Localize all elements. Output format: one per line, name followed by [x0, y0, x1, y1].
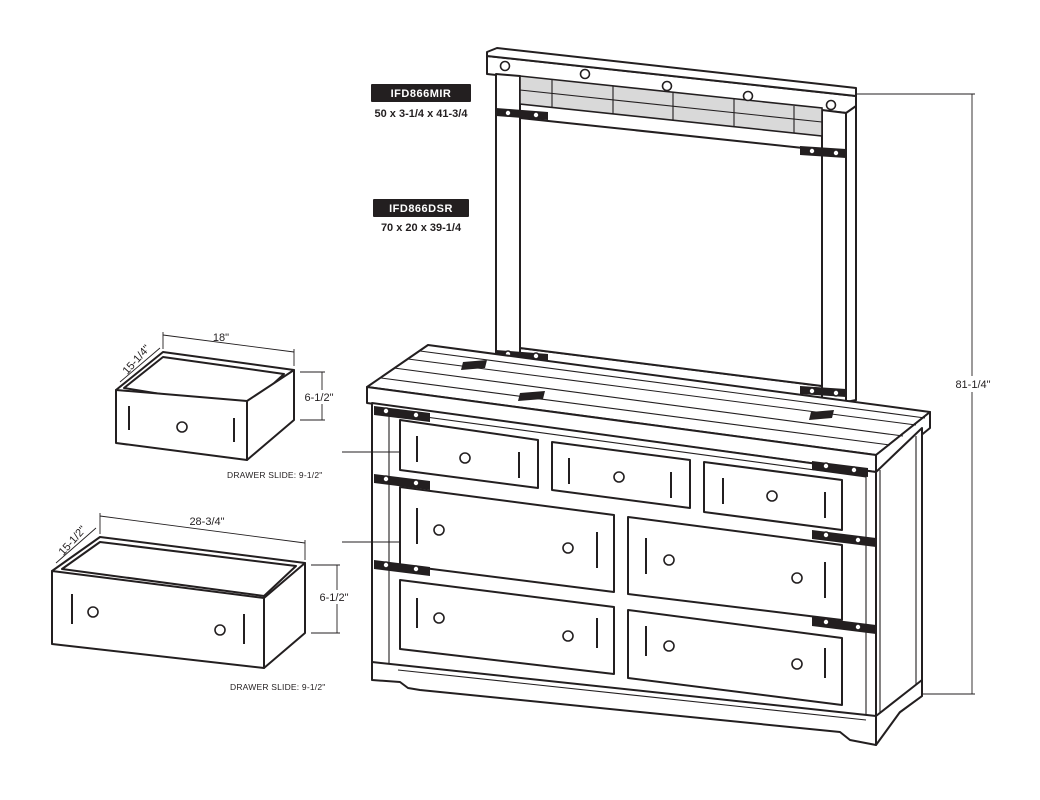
mirror-model-code: IFD866MIR [391, 88, 452, 100]
dresser-dimensions: 70 x 20 x 39-1/4 [381, 222, 462, 234]
large-drawer-height: 6-1/2" [320, 592, 349, 604]
drawer-middle-left [399, 486, 615, 593]
mirror-right-post-side [845, 105, 857, 403]
drawer-knob [766, 490, 778, 502]
mirror-rivet [661, 80, 673, 92]
drawer-knob [433, 612, 445, 624]
mirror-dimensions: 50 x 3-1/4 x 41-3/4 [375, 108, 469, 120]
dresser-top-side [875, 411, 931, 473]
mirror-top-rail-cap [486, 47, 857, 97]
drawer-knob [459, 452, 471, 464]
small-drawer-height: 6-1/2" [305, 392, 334, 404]
drawer-knob [663, 640, 675, 652]
mirror-rivet [742, 90, 754, 102]
drawer-knob [433, 524, 445, 536]
dresser-label: IFD866DSR 70 x 20 x 39-1/4 [373, 199, 469, 234]
top-bracket [461, 360, 487, 370]
drawer-bottom-right [627, 609, 843, 706]
dresser-model-code: IFD866DSR [389, 203, 453, 215]
large-drawer-knob [87, 606, 99, 618]
mirror [486, 47, 857, 403]
dresser [342, 344, 931, 746]
overall-height-dimension: 81-1/4" [856, 93, 996, 695]
drawer-knob [791, 658, 803, 670]
drawer-middle-right [627, 516, 843, 621]
dresser-plinth-side [875, 679, 923, 746]
case-straps [374, 406, 876, 634]
drawer-rivets [416, 436, 826, 678]
large-drawer-inner [61, 541, 297, 597]
small-drawer-width: 18" [213, 332, 229, 344]
mirror-rivet [579, 68, 591, 80]
small-drawer-slide-note: DRAWER SLIDE: 9-1/2" [227, 470, 323, 480]
drawer-knob [562, 630, 574, 642]
drawer-knob [562, 542, 574, 554]
large-drawer-knob [214, 624, 226, 636]
overall-height-label: 81-1/4" [955, 379, 990, 391]
drawer-knob [663, 554, 675, 566]
mirror-glass [519, 117, 823, 387]
small-drawer-knob [176, 421, 188, 433]
top-bracket [809, 410, 834, 420]
mirror-rivet [825, 99, 837, 111]
drawer-bottom-left [399, 579, 615, 675]
large-drawer-detail: 28-3/4" 15-1/2" 6-1/2" DRAWER SLIDE: 9-1… [51, 513, 353, 692]
drawer-knob [613, 471, 625, 483]
mirror-rivet [499, 60, 511, 72]
drawer-knob [791, 572, 803, 584]
large-drawer-width: 28-3/4" [189, 516, 224, 528]
large-drawer-slide-note: DRAWER SLIDE: 9-1/2" [230, 682, 326, 692]
small-drawer-detail: 18" 15-1/4" 6-1/2" DRAWER SLIDE: 9-1/2" [115, 332, 338, 480]
top-bracket [518, 391, 545, 401]
mirror-label: IFD866MIR 50 x 3-1/4 x 41-3/4 [371, 84, 471, 120]
large-drawer-front [51, 570, 265, 669]
